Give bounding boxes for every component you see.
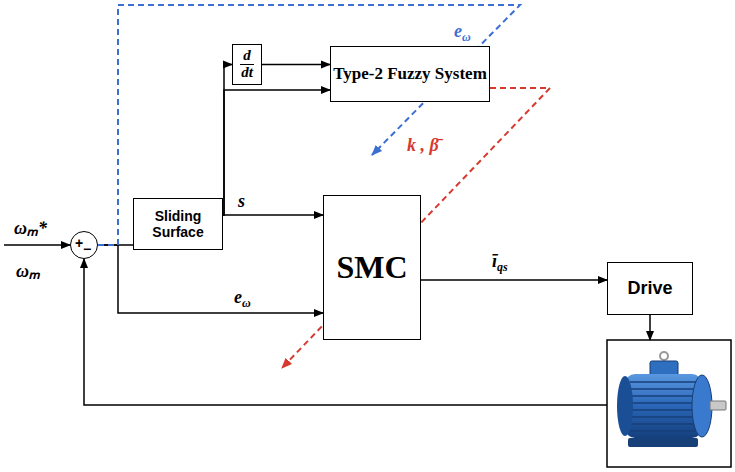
connector-layer xyxy=(98,5,607,368)
node-text: Type-2 Fuzzy System xyxy=(333,64,487,84)
signal-label: eω xyxy=(452,22,473,42)
signal-connector xyxy=(262,64,330,66)
motor-feet xyxy=(628,438,698,447)
node-text: d xyxy=(240,48,254,65)
motor-shaft xyxy=(710,401,726,410)
text-part: ī xyxy=(492,251,497,271)
motor-fin xyxy=(630,388,698,389)
drive-box: Drive xyxy=(607,262,693,315)
text-subscript: qs xyxy=(497,260,508,274)
node-text: dt xyxy=(238,65,256,81)
fuzzy-system-box: Type-2 Fuzzy System xyxy=(330,46,490,102)
signal-label: eω xyxy=(232,288,253,308)
signal-label: ωₘ xyxy=(14,262,42,282)
motor-fin xyxy=(630,402,698,403)
node-text: + xyxy=(75,236,83,250)
tuning-arrow xyxy=(98,5,520,245)
motor-frame xyxy=(607,340,731,467)
tuning-arrow xyxy=(282,88,550,368)
motor-rear-cap xyxy=(617,376,633,436)
node-text: − xyxy=(83,242,91,256)
signal-label: k , β̄ xyxy=(405,136,441,156)
motor-fin xyxy=(630,381,698,382)
signal-connector xyxy=(98,245,323,313)
signal-label: īqs xyxy=(490,252,510,272)
text-part: e xyxy=(454,21,462,41)
text-part: e xyxy=(234,287,242,307)
signal-connector xyxy=(223,214,323,216)
process-box: Sliding Surface xyxy=(133,198,223,250)
motor-fin xyxy=(630,416,698,417)
node-text: Drive xyxy=(627,278,672,299)
motor-fin xyxy=(630,430,698,431)
motor-fin xyxy=(630,423,698,424)
signal-label: ωₘ* xyxy=(12,219,49,239)
drive-motor-line xyxy=(649,315,651,340)
signal-connector xyxy=(421,279,607,281)
text-subscript: ω xyxy=(242,296,251,310)
signal-label: s xyxy=(236,192,247,212)
controller-box: SMC xyxy=(323,195,421,340)
summing-junction: +− xyxy=(70,231,98,259)
motor-fin xyxy=(630,409,698,410)
derivative-box: ddt xyxy=(232,44,262,85)
motor-body xyxy=(625,374,702,438)
reference-input-line xyxy=(4,244,70,246)
motor-fins xyxy=(630,382,698,431)
signal-connector xyxy=(223,90,330,215)
motor-front-cap xyxy=(692,375,712,437)
motor-illustration xyxy=(607,340,731,467)
motor-terminal-box xyxy=(650,361,678,376)
node-text: Sliding Surface xyxy=(134,208,222,240)
text-subscript: ω xyxy=(462,30,471,44)
motor-eyebolt xyxy=(660,352,668,360)
node-text: SMC xyxy=(336,249,407,286)
motor-fin xyxy=(630,395,698,396)
